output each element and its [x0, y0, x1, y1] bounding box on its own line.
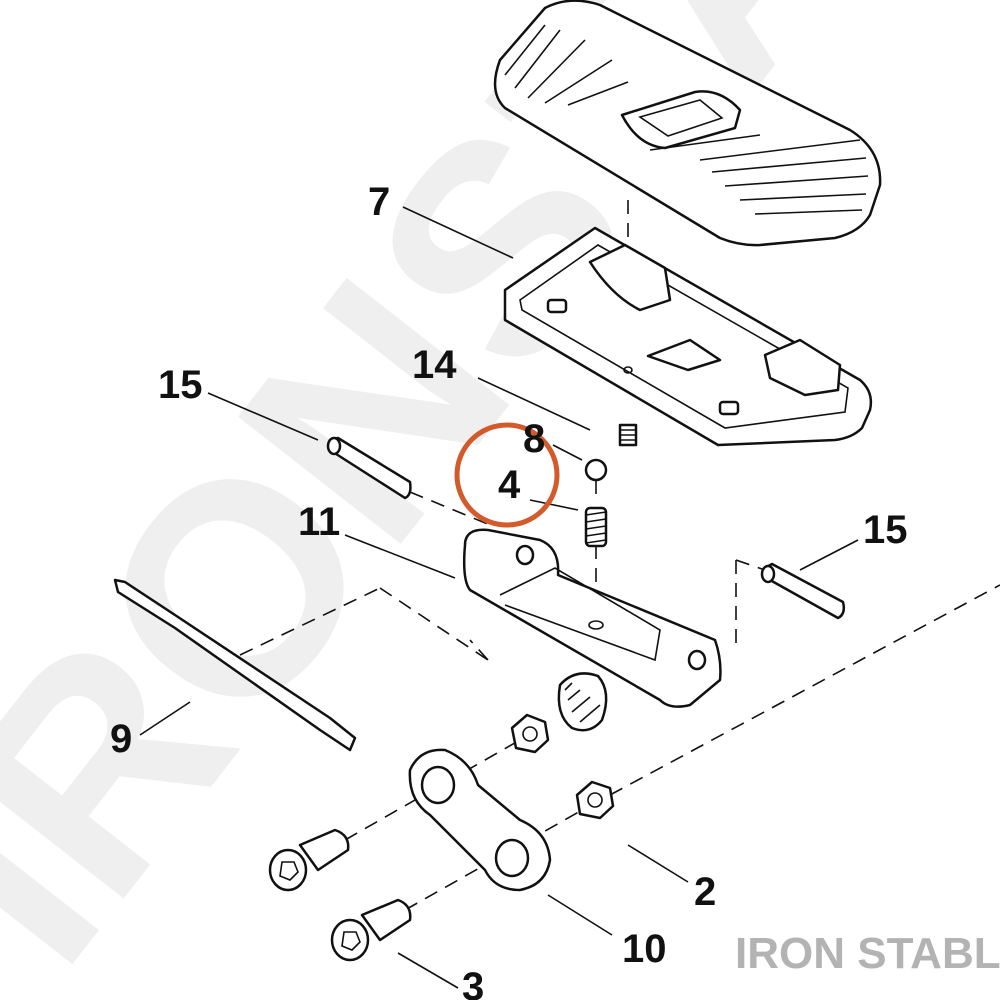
detent-spring	[584, 506, 608, 548]
callout-11: 11	[298, 500, 340, 544]
hex-nut-lower	[575, 780, 615, 820]
leader-lines	[139, 206, 859, 989]
callout-15-right: 15	[863, 508, 908, 552]
mounting-link	[408, 748, 552, 892]
callout-2: 2	[694, 870, 716, 914]
callout-4: 4	[498, 463, 521, 507]
pivot-pin-left	[326, 436, 412, 500]
callout-10: 10	[622, 927, 667, 971]
footboard-tray	[503, 226, 873, 447]
callout-9: 9	[110, 717, 132, 761]
callout-labels: 7 14 15 8 4 11 15 9 2 10 3	[110, 180, 908, 1000]
pivot-pin-right	[760, 562, 846, 620]
mount-bracket	[462, 528, 722, 732]
highlight-ring	[454, 422, 560, 528]
callout-7: 7	[368, 180, 390, 224]
screw-part-14	[618, 423, 638, 447]
scuff-strip	[113, 578, 357, 752]
callout-14: 14	[412, 343, 457, 387]
detent-ball	[584, 458, 608, 482]
socket-bolt-upper	[268, 828, 350, 892]
callout-3: 3	[462, 965, 484, 1000]
socket-bolt-lower	[330, 898, 412, 962]
brand-watermark: IRON STABLE	[735, 929, 1000, 978]
assembly-axes	[239, 200, 1000, 911]
callout-15-left: 15	[158, 363, 203, 407]
footboard-pad	[493, 0, 882, 247]
hex-nut-upper	[510, 713, 550, 754]
callout-8: 8	[523, 417, 545, 461]
